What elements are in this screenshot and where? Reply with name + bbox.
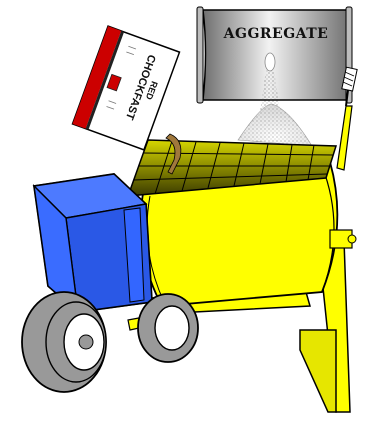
rear-wheel <box>138 294 198 362</box>
dump-lever <box>337 106 352 170</box>
mortar-mixer-icon <box>22 67 357 412</box>
hopper-label: AGGREGATE <box>223 26 329 42</box>
wheel-icon <box>22 292 106 392</box>
chockfast-bag: CHOCKFAST RED <box>73 26 180 150</box>
aggregate-hopper-icon <box>203 10 350 100</box>
